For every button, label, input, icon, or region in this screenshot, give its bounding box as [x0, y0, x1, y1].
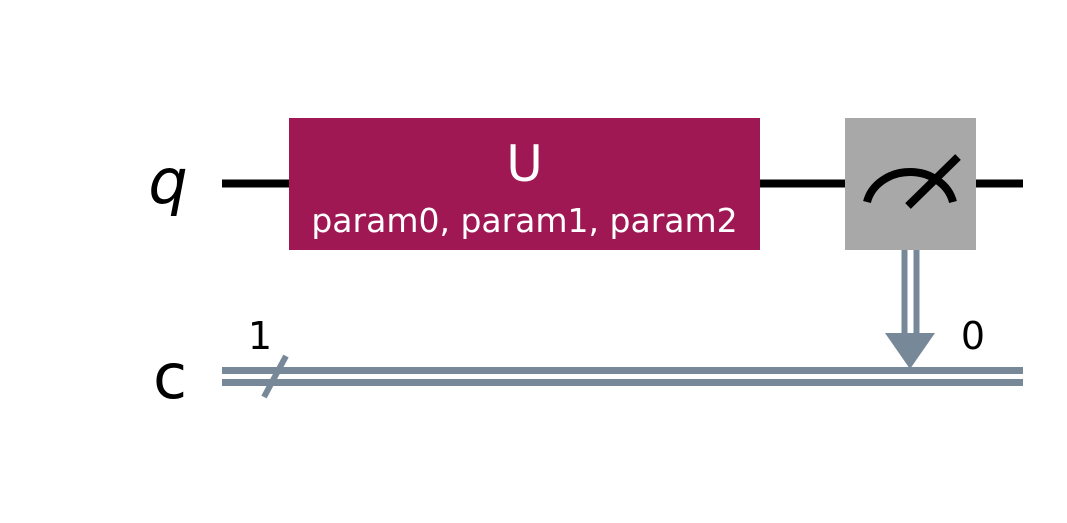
- meter-needle-icon: [905, 154, 961, 209]
- u-gate-params: param0, param1, param2: [311, 201, 737, 240]
- bus-width-label: 1: [248, 314, 272, 358]
- measure-gate-box: [845, 118, 976, 250]
- measure-connector: [885, 250, 935, 369]
- meter-arc-icon: [863, 168, 957, 204]
- quantum-register-label: q: [148, 145, 187, 218]
- classical-register-label: c: [153, 340, 187, 413]
- measure-gate: [845, 118, 976, 250]
- measure-arrow-icon: [885, 333, 935, 369]
- classical-bit-index-label: 0: [961, 314, 985, 358]
- bus-width-slash: [261, 354, 289, 399]
- u-gate-name: U: [506, 135, 543, 193]
- u-gate-box: [289, 118, 760, 250]
- classical-wire: [222, 367, 1023, 386]
- u-gate: U param0, param1, param2: [289, 118, 760, 250]
